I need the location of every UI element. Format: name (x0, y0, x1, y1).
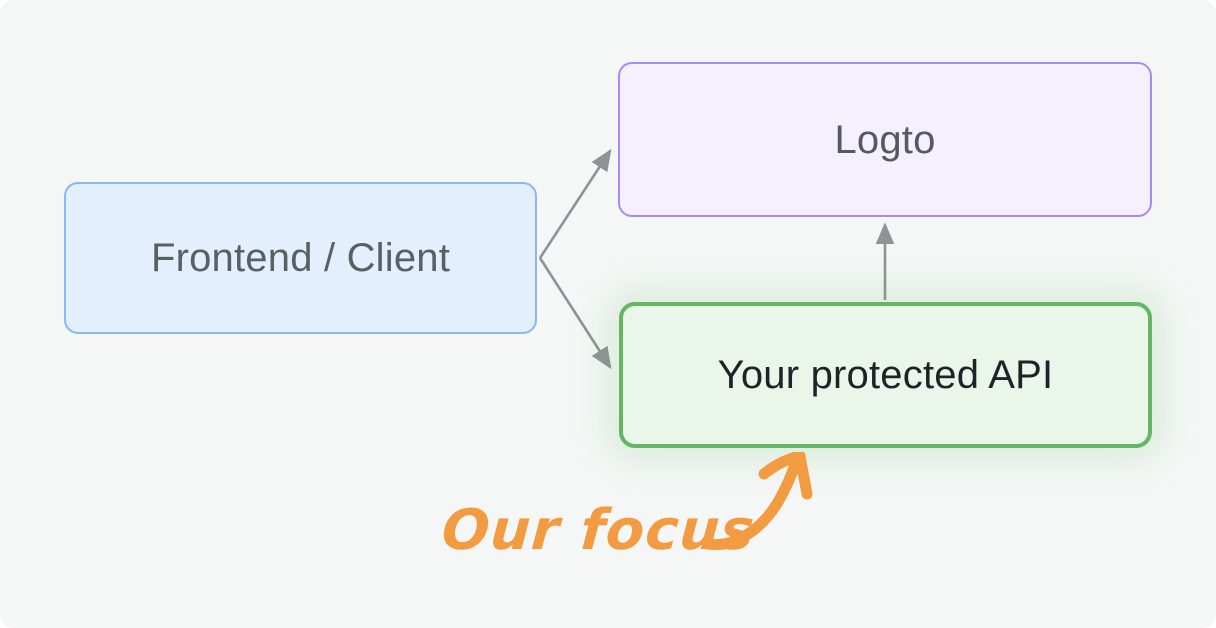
corner-artifact-bottom-right (1212, 624, 1216, 628)
edge-frontend-to-api (538, 257, 612, 370)
node-frontend-client[interactable]: Frontend / Client (64, 182, 537, 334)
node-frontend-client-label: Frontend / Client (150, 236, 451, 280)
corner-artifact-top-left (0, 0, 4, 4)
node-logto-label: Logto (834, 117, 936, 162)
node-your-protected-api[interactable]: Your protected API (619, 302, 1152, 448)
edge-frontend-to-logto (538, 148, 612, 259)
node-your-protected-api-label: Your protected API (717, 353, 1054, 397)
annotation-our-focus: Our focus (439, 498, 758, 563)
node-logto[interactable]: Logto (618, 62, 1152, 217)
